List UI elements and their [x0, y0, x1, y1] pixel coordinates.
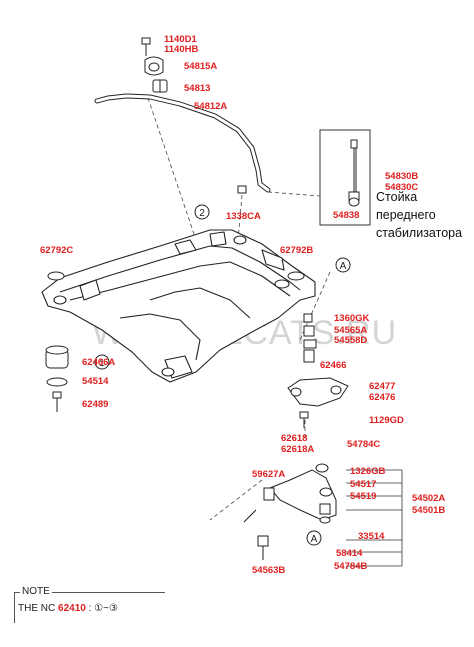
label-1140hb: 1140HB: [164, 44, 199, 55]
bracket-54815a-drawing: [144, 56, 164, 76]
label-59627a: 59627A: [252, 469, 286, 480]
lower-arm-drawing: [269, 463, 337, 524]
mount-right-drawing: [303, 313, 317, 363]
label-54812a: 54812A: [194, 101, 228, 112]
bushing-59627a-drawing: [243, 487, 275, 560]
label-1326gb: 1326GB: [350, 466, 386, 477]
label-54784b: 54784B: [334, 561, 368, 572]
label-54563b: 54563B: [252, 565, 286, 576]
annotation-ru-line2: переднего: [376, 208, 436, 222]
callout-1-circle: [94, 354, 110, 370]
label-54565a: 54565A: [334, 325, 368, 336]
label-54558d: 54558D: [334, 335, 368, 346]
subframe-drawing: [41, 229, 316, 383]
label-62792c: 62792C: [40, 245, 74, 256]
note-code: 62410: [58, 603, 86, 614]
label-54517: 54517: [350, 479, 377, 490]
label-62489: 62489: [82, 399, 109, 410]
washer-62792b-drawing: [287, 271, 305, 281]
annotation-ru-line3: стабилизатора: [376, 226, 463, 240]
label-1338ca: 1338CA: [226, 211, 261, 222]
label-54784c: 54784C: [347, 439, 381, 450]
label-62466a: 62466A: [82, 357, 116, 368]
label-33514: 33514: [358, 531, 385, 542]
callout-2-circle: [194, 204, 210, 220]
label-1129gd: 1129GD: [369, 415, 404, 426]
label-54502a: 54502A: [412, 493, 446, 504]
note-suffix: : ①~③: [85, 603, 118, 614]
callout-1-text: 1: [99, 358, 105, 369]
callout-a-upper-circle: [335, 257, 351, 273]
label-1140d1: 1140D1: [164, 34, 197, 45]
label-54519: 54519: [350, 491, 377, 502]
callout-a-lower-circle: [306, 530, 322, 546]
arm-62477-drawing: [287, 377, 349, 407]
label-1360gk: 1360GK: [334, 313, 370, 324]
label-54815a: 54815A: [184, 61, 218, 72]
bushing-54813-drawing: [152, 79, 168, 93]
label-58414: 58414: [336, 548, 363, 559]
note-text: THE NC 62410 : ①~③: [18, 603, 118, 614]
label-54813: 54813: [184, 83, 211, 94]
note-prefix: THE NC: [18, 603, 56, 614]
label-62792b: 62792B: [280, 245, 314, 256]
label-62618a: 62618A: [281, 444, 315, 455]
label-54830b: 54830B: [385, 171, 419, 182]
annotation-ru-line1: Стойка: [376, 190, 418, 204]
note-title: NOTE: [20, 586, 52, 597]
label-54838: 54838: [333, 210, 360, 221]
washer-62792c-drawing: [47, 271, 65, 281]
callout-a-lower-text: A: [311, 534, 318, 545]
stabilizer-bar-drawing: [94, 93, 271, 193]
label-54514: 54514: [82, 376, 109, 387]
label-62618: 62618: [281, 433, 308, 444]
callout-2-text: 2: [199, 208, 205, 219]
label-62476: 62476: [369, 392, 396, 403]
label-54501b: 54501B: [412, 505, 446, 516]
mount-62466a-drawing: [45, 345, 69, 412]
stabilizer-link-drawing: [319, 129, 371, 226]
nut-1338ca-drawing: [237, 185, 247, 194]
bolt-1140-drawing: [141, 37, 151, 56]
label-62466: 62466: [320, 360, 347, 371]
callout-a-upper-text: A: [340, 261, 347, 272]
note-frame: [14, 592, 165, 623]
label-62477: 62477: [369, 381, 396, 392]
label-54830c: 54830C: [385, 182, 419, 193]
